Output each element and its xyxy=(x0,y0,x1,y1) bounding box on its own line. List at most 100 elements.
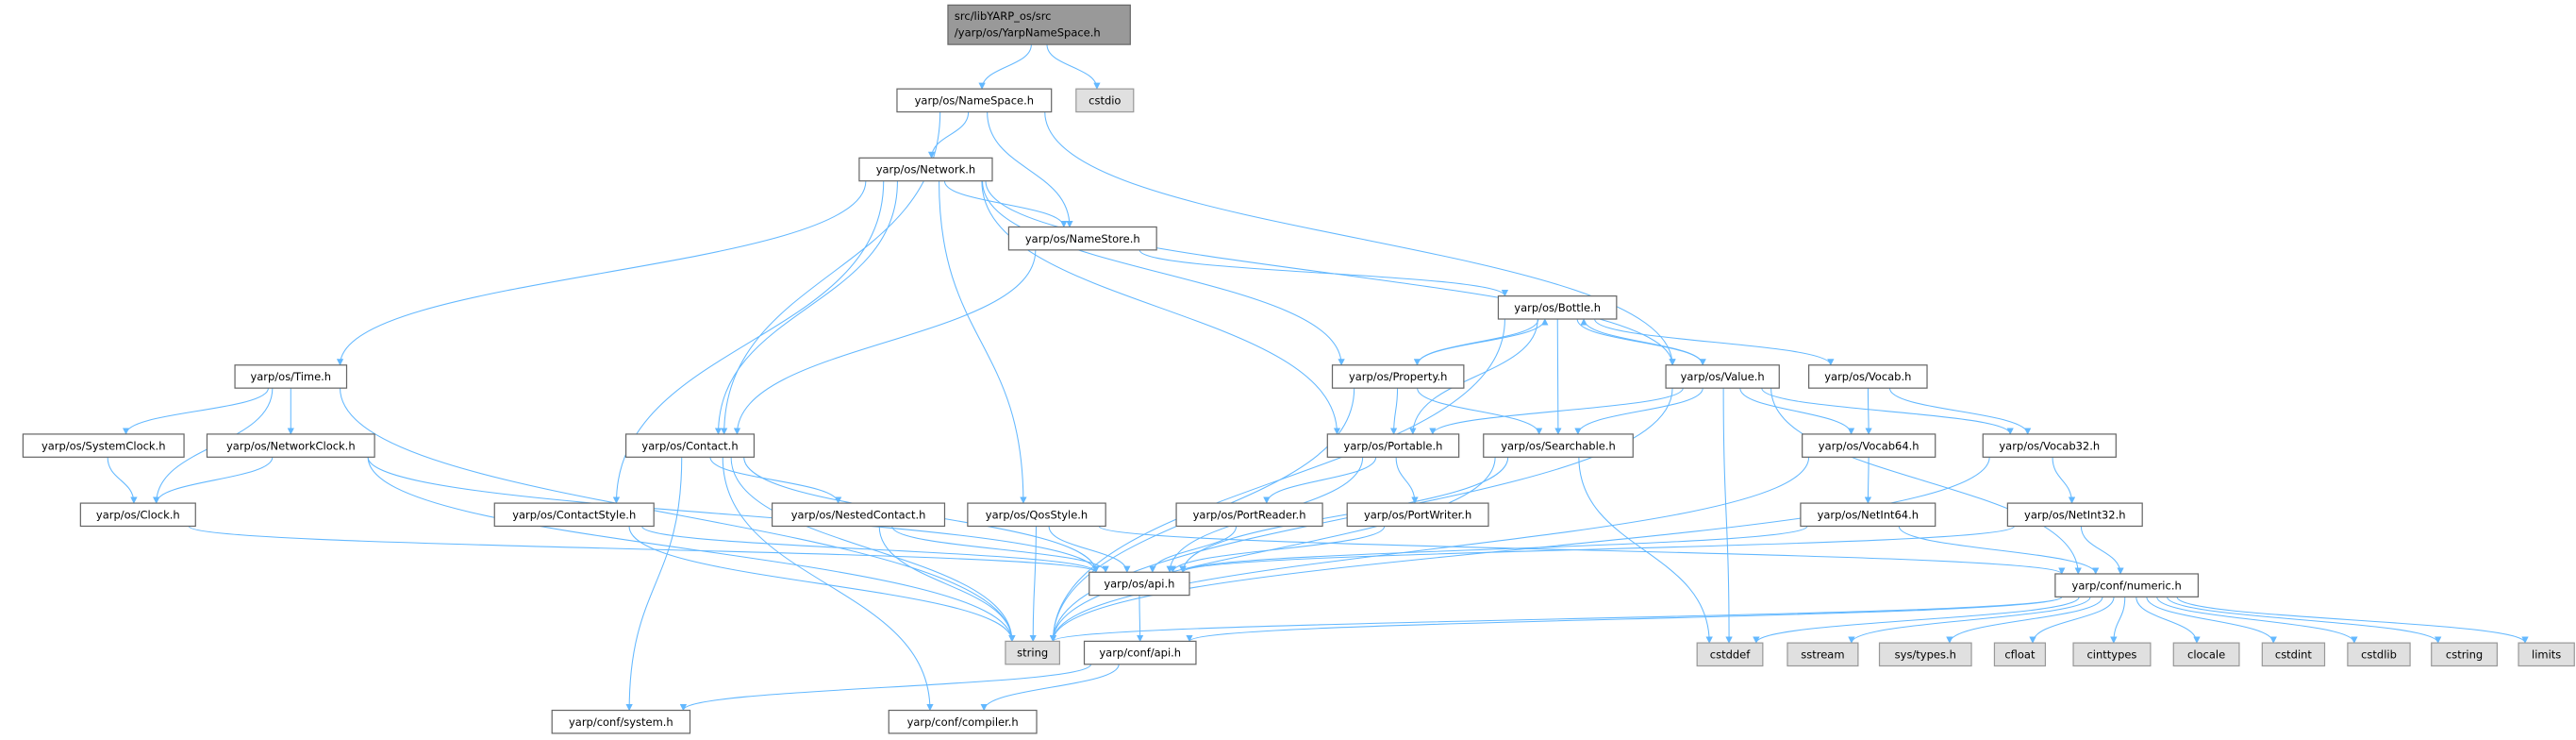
node-box xyxy=(1005,640,1061,665)
node-box xyxy=(2431,642,2499,667)
edge-numeric-to-limits xyxy=(2176,597,2529,644)
node-numeric[interactable]: yarp/conf/numeric.h xyxy=(2054,573,2200,597)
node-box xyxy=(493,502,655,528)
node-box xyxy=(1696,642,1764,667)
edge-Time-to-SystemClock xyxy=(122,388,269,435)
edge-NameStore-to-Bottle xyxy=(1138,249,1508,297)
edge-NetworkClock-to-Clock xyxy=(153,457,274,504)
edge-NetworkClock-to-string xyxy=(367,457,1016,643)
node-label: yarp/os/Bottle.h xyxy=(1514,301,1601,314)
node-string: string xyxy=(1005,640,1061,665)
edge-numeric-to-cstdint xyxy=(2146,597,2277,644)
node-NetInt32[interactable]: yarp/os/NetInt32.h xyxy=(2006,502,2143,528)
node-cinttypes: cinttypes xyxy=(2072,642,2152,667)
node-PortWriter[interactable]: yarp/os/PortWriter.h xyxy=(1346,502,1489,528)
node-confapi[interactable]: yarp/conf/api.h xyxy=(1083,640,1197,665)
node-label: yarp/os/Vocab64.h xyxy=(1819,439,1920,452)
node-box xyxy=(1665,364,1780,389)
edge-Network-to-Contact xyxy=(714,180,898,435)
edge-Portable-to-PortWriter xyxy=(1395,457,1419,504)
node-Vocab64[interactable]: yarp/os/Vocab64.h xyxy=(1802,433,1936,458)
node-cstdlib: cstdlib xyxy=(2347,642,2411,667)
edge-numeric-to-cinttypes xyxy=(2110,597,2126,644)
edge-Network-to-QosStyle xyxy=(939,180,1027,504)
node-PortReader[interactable]: yarp/os/PortReader.h xyxy=(1175,502,1323,528)
node-Contact[interactable]: yarp/os/Contact.h xyxy=(624,433,756,458)
node-Time[interactable]: yarp/os/Time.h xyxy=(234,364,348,389)
node-Clock[interactable]: yarp/os/Clock.h xyxy=(79,502,196,528)
node-NameStore[interactable]: yarp/os/NameStore.h xyxy=(1007,226,1157,251)
node-NameSpace[interactable]: yarp/os/NameSpace.h xyxy=(896,88,1053,113)
edge-numeric-to-cstddef xyxy=(1753,597,2080,644)
edge-Vocab-to-Vocab64 xyxy=(1865,388,1872,435)
node-box xyxy=(1878,642,1972,667)
node-cstdint: cstdint xyxy=(2261,642,2326,667)
node-Property[interactable]: yarp/os/Property.h xyxy=(1331,364,1465,389)
node-label: yarp/os/Clock.h xyxy=(96,508,180,521)
node-box xyxy=(2261,642,2326,667)
node-box xyxy=(1346,502,1489,528)
node-systypes: sys/types.h xyxy=(1878,642,1972,667)
edge-Property-to-Searchable xyxy=(1417,388,1543,435)
node-label: yarp/os/QosStyle.h xyxy=(986,508,1088,521)
node-box xyxy=(1497,295,1618,320)
node-box xyxy=(1483,433,1634,458)
edge-PortReader-to-osapi xyxy=(1149,526,1238,573)
edge-Bottle-to-string xyxy=(1049,319,1505,643)
edge-osapi-to-confapi xyxy=(1136,595,1144,643)
edge-ContactStyle-to-osapi xyxy=(641,526,1100,573)
node-osapi[interactable]: yarp/os/api.h xyxy=(1089,571,1190,597)
node-label: cstdlib xyxy=(2361,648,2397,661)
edge-Vocab-to-Vocab32 xyxy=(1888,388,2032,435)
edge-root-to-cstdio xyxy=(1046,44,1101,90)
node-root[interactable]: src/libYARP_os/src/yarp/os/YarpNameSpace… xyxy=(947,4,1131,45)
node-SystemClock[interactable]: yarp/os/SystemClock.h xyxy=(22,433,185,458)
edge-numeric-to-sstream xyxy=(1848,597,2091,644)
edge-Contact-to-system xyxy=(625,457,683,712)
node-box xyxy=(1800,502,1936,528)
edges-layer xyxy=(107,44,2529,712)
node-compiler[interactable]: yarp/conf/compiler.h xyxy=(888,709,1038,734)
node-label: yarp/os/PortReader.h xyxy=(1193,508,1306,521)
node-Value[interactable]: yarp/os/Value.h xyxy=(1665,364,1780,389)
edge-NetInt32-to-numeric xyxy=(2080,526,2124,575)
node-Searchable[interactable]: yarp/os/Searchable.h xyxy=(1483,433,1634,458)
node-label: yarp/conf/api.h xyxy=(1099,647,1181,660)
node-QosStyle[interactable]: yarp/os/QosStyle.h xyxy=(967,502,1106,528)
node-label: /yarp/os/YarpNameSpace.h xyxy=(955,25,1101,39)
edge-Value-to-Searchable xyxy=(1574,388,1703,435)
node-label: cstring xyxy=(2446,648,2483,661)
node-NestedContact[interactable]: yarp/os/NestedContact.h xyxy=(771,502,946,528)
edge-Portable-to-PortReader xyxy=(1263,457,1377,504)
node-Portable[interactable]: yarp/os/Portable.h xyxy=(1326,433,1460,458)
node-box xyxy=(1075,88,1135,113)
node-label: yarp/conf/system.h xyxy=(569,715,673,729)
node-label: yarp/os/NameSpace.h xyxy=(915,94,1034,108)
edge-Bottle-to-Value xyxy=(1576,318,1706,366)
node-Network[interactable]: yarp/os/Network.h xyxy=(858,157,993,182)
node-box xyxy=(624,433,756,458)
node-ContactStyle[interactable]: yarp/os/ContactStyle.h xyxy=(493,502,655,528)
node-label: yarp/os/Searchable.h xyxy=(1501,439,1616,452)
node-label: yarp/os/Value.h xyxy=(1681,370,1765,383)
edge-numeric-to-confapi xyxy=(1186,596,2063,643)
node-box xyxy=(2172,642,2240,667)
edge-Property-to-Portable xyxy=(1389,388,1399,435)
edge-Value-to-Vocab64 xyxy=(1739,388,1855,435)
node-system[interactable]: yarp/conf/system.h xyxy=(551,709,691,734)
edge-numeric-to-cstring xyxy=(2167,597,2442,644)
node-box xyxy=(79,502,196,528)
node-Vocab[interactable]: yarp/os/Vocab.h xyxy=(1808,364,1928,389)
edge-confapi-to-system xyxy=(679,664,1092,712)
node-Bottle[interactable]: yarp/os/Bottle.h xyxy=(1497,295,1618,320)
node-label: yarp/os/Portable.h xyxy=(1344,439,1443,452)
edge-NetInt64-to-osapi xyxy=(1179,526,1808,573)
node-Vocab32[interactable]: yarp/os/Vocab32.h xyxy=(1982,433,2117,458)
node-NetworkClock[interactable]: yarp/os/NetworkClock.h xyxy=(206,433,375,458)
node-box xyxy=(1083,640,1197,665)
node-box xyxy=(206,433,375,458)
edge-numeric-to-cfloat xyxy=(2029,597,2115,644)
node-NetInt64[interactable]: yarp/os/NetInt64.h xyxy=(1800,502,1936,528)
edge-Bottle-to-Searchable xyxy=(1554,319,1562,435)
edge-Network-to-Portable xyxy=(981,180,1341,435)
